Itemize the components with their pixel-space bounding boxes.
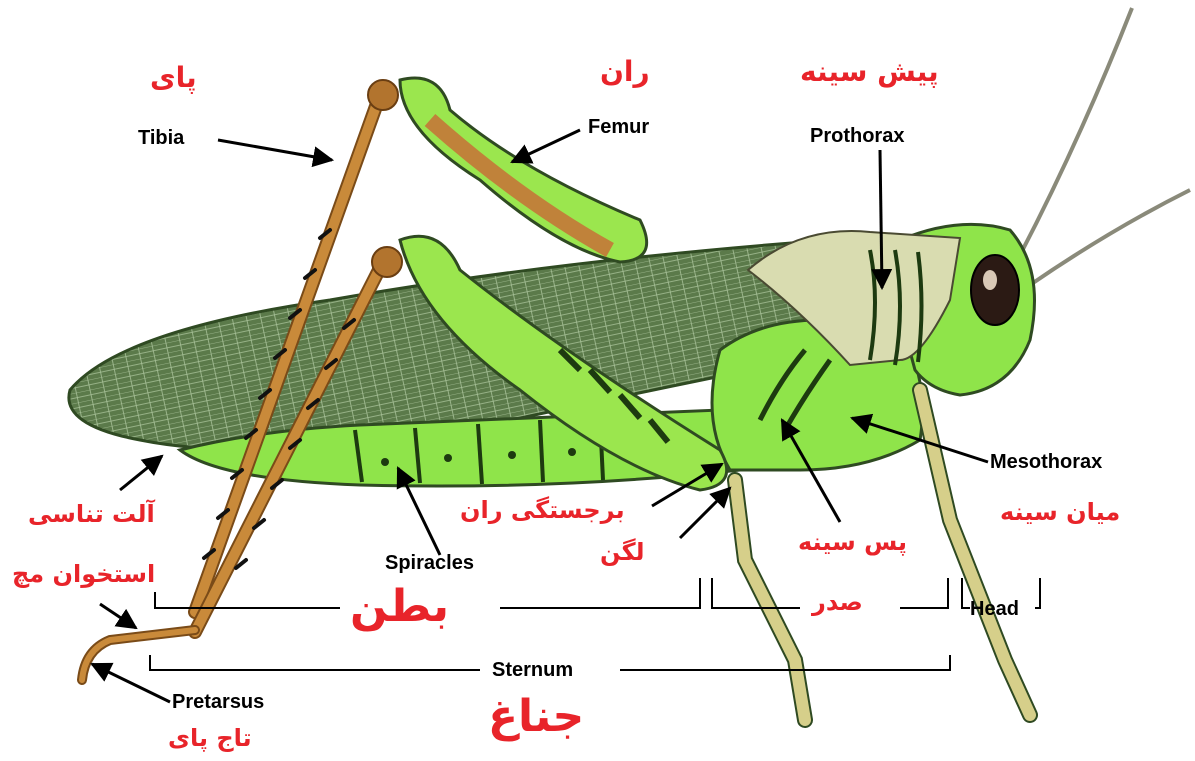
pish-sine-label-fa: پیش سینه [800, 58, 939, 86]
lower-knee [372, 247, 402, 277]
upper-femur [400, 78, 647, 262]
femur-label: Femur [588, 117, 649, 137]
miyan-sine-label-fa: میان سینه [1000, 500, 1120, 524]
ran-label-fa: ران [600, 58, 650, 86]
spiracles-label: Spiracles [385, 553, 474, 573]
head-label: Head [970, 599, 1019, 619]
pai-label-fa: پای [150, 64, 197, 92]
ostokhan-moch-label-fa: استخوان مچ [12, 562, 155, 586]
tibia-label: Tibia [138, 128, 184, 148]
compound-eye [971, 255, 1019, 325]
pas-sine-label-fa: پس سینه [798, 530, 907, 554]
antenna [1020, 8, 1190, 285]
barjastegi-ran-label-fa: برجستگی ران [460, 498, 625, 522]
region-brackets [150, 578, 1040, 670]
upper-knee [368, 80, 398, 110]
pretarsus-label: Pretarsus [172, 692, 264, 712]
prothorax-label: Prothorax [810, 126, 904, 146]
upper-femur-stripe [430, 120, 610, 250]
sadr-label-fa: صدر [812, 590, 863, 614]
taj-pai-label-fa: تاج پای [168, 726, 252, 750]
lagan-label-fa: لگن [600, 540, 645, 564]
tarsus-fill [82, 630, 195, 680]
janagh-label-fa: جناغ [488, 695, 584, 739]
alat-tanasoli-label-fa: آلت تناسی [28, 502, 155, 526]
sternum-label: Sternum [492, 660, 573, 680]
batn-label-fa: بطن [350, 585, 449, 629]
mesothorax-label: Mesothorax [990, 452, 1102, 472]
